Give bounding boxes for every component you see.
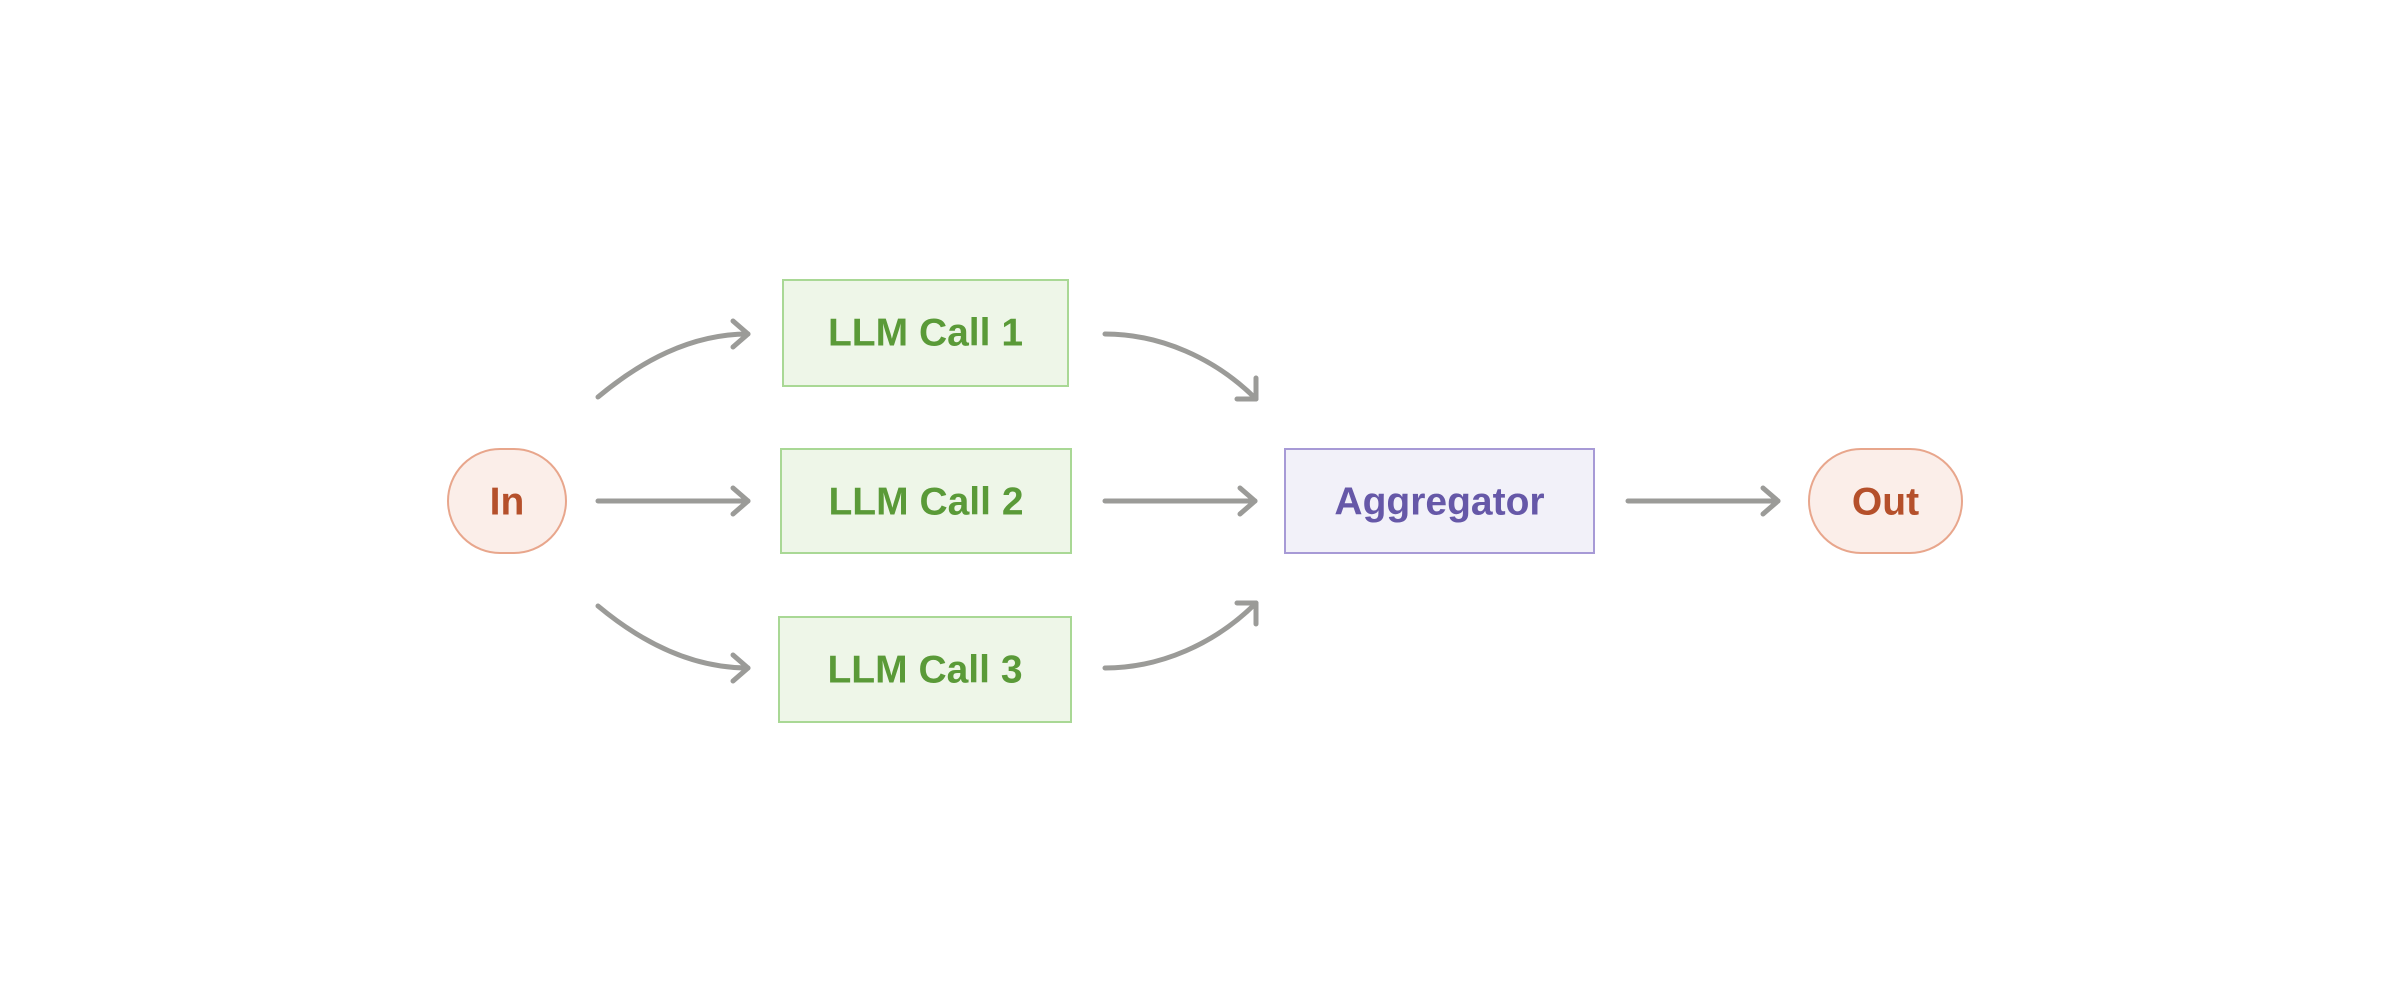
arrow-call-1-to-aggregator [1102,331,1259,402]
arrow-aggregator-to-out [1625,485,1781,517]
arrow-call-1-to-aggregator-head [1234,375,1259,402]
llm-call-1-shape [782,279,1069,387]
arrow-in-to-call-3 [595,603,751,684]
arrow-call-2-to-aggregator-head [1237,485,1258,517]
arrow-call-3-to-aggregator-line [1102,600,1259,671]
aggregator-node: Aggregator [1284,448,1595,554]
input-node-shape [447,448,567,554]
arrow-aggregator-to-out-head [1760,485,1781,517]
llm-call-2-shape [780,448,1072,554]
llm-call-3-shape [778,616,1072,723]
arrow-in-to-call-1-head [730,318,751,350]
aggregator-shape [1284,448,1595,554]
aggregator-label: Aggregator [1334,481,1544,524]
llm-call-node-2: LLM Call 2 [780,448,1072,554]
arrow-in-to-call-1-line [595,331,751,400]
arrow-in-to-call-2-head [730,485,751,517]
output-node: Out [1808,448,1963,554]
arrow-in-to-call-2 [595,485,751,517]
llm-call-node-1: LLM Call 1 [782,279,1069,387]
arrow-call-1-to-aggregator-line [1102,331,1259,402]
arrow-in-to-call-3-head [730,652,751,684]
llm-call-3-label: LLM Call 3 [827,649,1022,692]
arrow-call-2-to-aggregator [1102,485,1258,517]
output-node-shape [1808,448,1963,554]
llm-call-1-label: LLM Call 1 [828,312,1023,355]
arrow-call-3-to-aggregator [1102,600,1259,671]
input-node-label: In [490,481,525,524]
llm-call-node-3: LLM Call 3 [778,616,1072,723]
arrow-in-to-call-1 [595,318,751,400]
arrow-call-3-to-aggregator-head [1234,600,1259,627]
llm-call-2-label: LLM Call 2 [828,481,1023,524]
input-node: In [447,448,567,554]
output-node-label: Out [1852,481,1919,524]
arrow-in-to-call-3-line [595,603,751,671]
